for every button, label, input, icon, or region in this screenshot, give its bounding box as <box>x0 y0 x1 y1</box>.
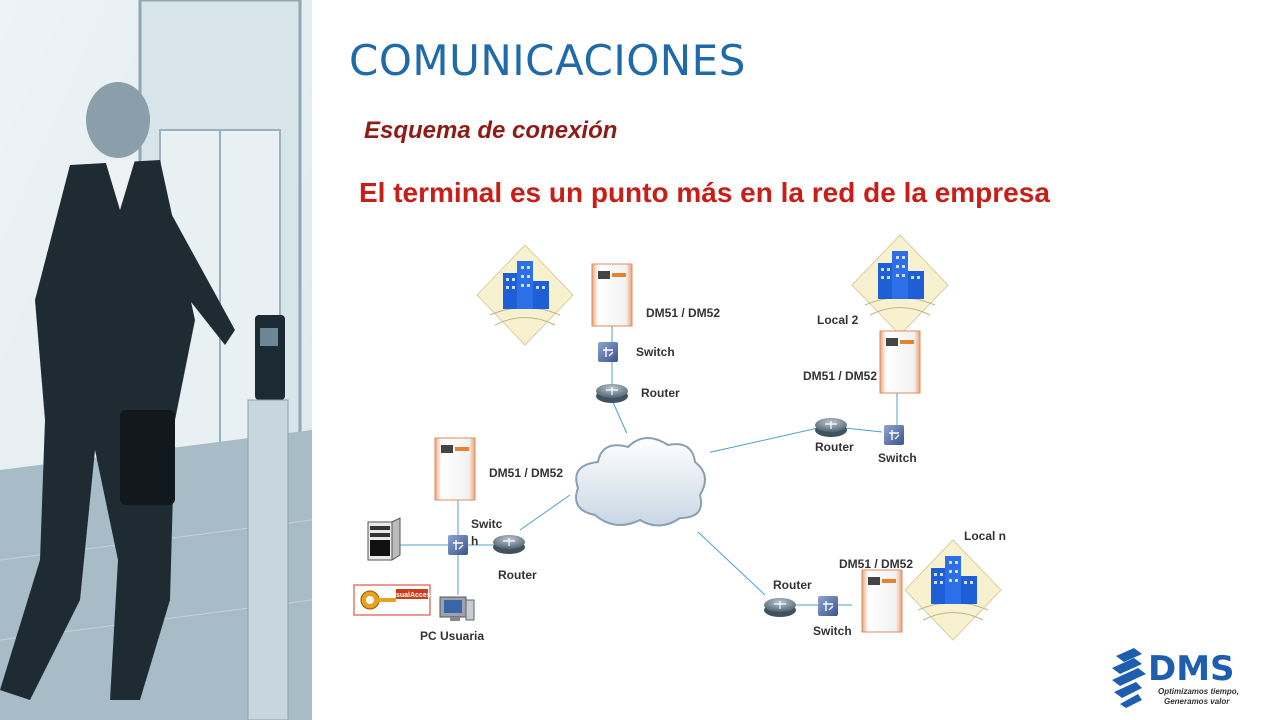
pc-icon <box>439 596 475 621</box>
label-localn: Local n <box>964 529 1007 543</box>
dms-tagline-2: Generamos valor <box>1164 697 1230 706</box>
label-dm-right: DM51 / DM52 <box>803 369 878 383</box>
label-switch-bottom: Switch <box>813 624 852 638</box>
building-icon <box>476 244 574 346</box>
building-icon <box>851 234 949 336</box>
terminal-icon <box>591 263 633 327</box>
person-icon <box>0 82 235 700</box>
page-title: COMUNICACIONES <box>349 36 746 85</box>
server-icon <box>367 517 401 561</box>
terminal-icon <box>879 330 921 394</box>
switch-icon <box>447 534 469 556</box>
visualaccess-logo-icon: VisualAccess <box>353 584 435 616</box>
network-diagram: VisualAccess <box>353 234 1002 641</box>
label-switch-top: Switch <box>636 345 675 359</box>
label-router-top: Router <box>641 386 680 400</box>
dms-logo-mark-icon <box>1112 648 1146 708</box>
headline: El terminal es un punto más en la red de… <box>359 177 1050 208</box>
photo-person-at-terminal <box>0 0 312 720</box>
label-dm-left: DM51 / DM52 <box>489 466 564 480</box>
label-switch-left-part1: Switc <box>471 517 503 531</box>
internet-cloud-icon <box>570 433 710 528</box>
visualaccess-text: VisualAccess <box>389 592 434 599</box>
building-icon <box>904 539 1002 641</box>
label-pc-usuaria: PC Usuaria <box>420 629 485 643</box>
label-dm-top: DM51 / DM52 <box>646 306 721 320</box>
terminal-icon <box>861 569 903 633</box>
label-dm-bottom: DM51 / DM52 <box>839 557 914 571</box>
label-router-right: Router <box>815 440 854 454</box>
label-router-left: Router <box>498 568 537 582</box>
switch-icon <box>597 341 619 363</box>
router-icon <box>814 417 848 438</box>
label-local2: Local 2 <box>817 313 859 327</box>
label-switch-left-part2: h <box>471 534 479 548</box>
switch-icon <box>883 424 905 446</box>
router-icon <box>595 383 629 404</box>
router-icon <box>492 534 526 555</box>
page-subtitle: Esquema de conexión <box>364 117 618 144</box>
router-icon <box>763 597 797 618</box>
label-switch-right: Switch <box>878 451 917 465</box>
dms-logo-text: DMS <box>1148 649 1235 689</box>
dms-logo: DMS Optimizamos tiempo, Generamos valor <box>1112 648 1239 708</box>
dms-tagline-1: Optimizamos tiempo, <box>1158 687 1239 696</box>
switch-icon <box>817 595 839 617</box>
terminal-icon <box>434 437 476 501</box>
label-router-bottom: Router <box>773 578 812 592</box>
